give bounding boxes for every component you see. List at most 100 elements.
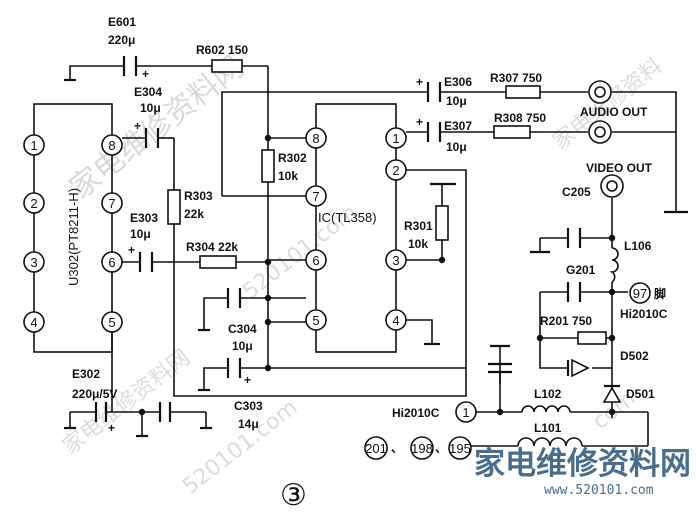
- tl358-chip: IC(TL358) 8 7 6 5 1 2 3 4: [305, 103, 407, 353]
- audio-out-jack-2: [588, 120, 612, 144]
- e601-value: 220μ: [108, 33, 135, 47]
- u302-body: [33, 103, 113, 353]
- tl358-pin-1: 1: [385, 127, 407, 149]
- svg-text:4: 4: [392, 313, 399, 328]
- u302-pin-7: 7: [101, 192, 123, 214]
- svg-text:198: 198: [411, 441, 433, 456]
- audio-out-label: AUDIO OUT: [580, 105, 648, 119]
- svg-text:R301: R301: [404, 219, 433, 233]
- resistor-r303: R303 22k: [167, 189, 213, 225]
- svg-text:+: +: [416, 75, 423, 89]
- svg-text:、: 、: [435, 441, 447, 455]
- resistor-r201: R201 750: [540, 314, 607, 345]
- svg-text:R602 150: R602 150: [196, 43, 248, 57]
- svg-text:7: 7: [312, 189, 319, 204]
- resistor-r304: R304 22k: [186, 240, 238, 269]
- svg-text:+: +: [244, 373, 251, 387]
- audio-out-jack-1: [588, 80, 612, 104]
- svg-text:D501: D501: [626, 387, 655, 401]
- svg-text:3: 3: [392, 253, 399, 268]
- u302-pin-4: 4: [23, 311, 45, 333]
- tl358-body: [315, 103, 397, 353]
- svg-text:10μ: 10μ: [446, 94, 467, 108]
- svg-text:、: 、: [391, 441, 403, 455]
- svg-text:10k: 10k: [408, 237, 428, 251]
- svg-text:2: 2: [30, 196, 37, 211]
- pin-195: 195: [448, 436, 472, 460]
- brand-watermark: 家电维修资料网 www.520101.com: [474, 446, 691, 498]
- svg-text:7: 7: [108, 196, 115, 211]
- pin-97-marker: 97 脚: [629, 282, 666, 304]
- resistor-r308: R308 750: [493, 111, 546, 139]
- svg-text:R302: R302: [278, 151, 307, 165]
- svg-text:6: 6: [108, 255, 115, 270]
- capacitor-e601: + E601 220μ: [64, 15, 149, 82]
- svg-text:+: +: [128, 243, 135, 257]
- svg-text:1: 1: [392, 131, 399, 146]
- capacitor-e304: + E304 10μ: [134, 85, 162, 148]
- svg-text:R304 22k: R304 22k: [186, 240, 238, 254]
- hi2010c-pin-1: 1: [455, 401, 477, 423]
- diode-d501: D501: [602, 384, 655, 403]
- svg-text:10μ: 10μ: [232, 339, 253, 353]
- tl358-pin-4: 4: [385, 309, 407, 331]
- svg-text:L102: L102: [534, 387, 562, 401]
- svg-text:L106: L106: [624, 239, 652, 253]
- u302-pin-2: 2: [23, 192, 45, 214]
- svg-text:201: 201: [365, 441, 387, 456]
- brand-cn-text: 家电维修资料网: [474, 446, 691, 482]
- capacitor-e307: + E307 10μ: [416, 115, 472, 154]
- svg-text:E302: E302: [72, 367, 100, 381]
- capacitor-g201: G201: [566, 263, 596, 302]
- tl358-pin-7: 7: [305, 185, 327, 207]
- svg-text:+: +: [416, 115, 423, 129]
- resistor-r307: R307 750: [490, 71, 542, 99]
- svg-text:2: 2: [392, 163, 399, 178]
- capacitor-c304: C304 10μ: [198, 288, 257, 353]
- capacitor-c303: + C303 14μ: [198, 358, 263, 431]
- svg-text:E306: E306: [444, 75, 472, 89]
- svg-text:R303: R303: [184, 189, 213, 203]
- tl358-pin-6: 6: [305, 249, 327, 271]
- svg-text:R308 750: R308 750: [494, 111, 546, 125]
- svg-text:L101: L101: [534, 421, 562, 435]
- u302-pin-5: 5: [101, 311, 123, 333]
- resistor-r602: R602 150: [196, 43, 248, 73]
- capacitor-e302: + E302 220μ/5V: [64, 367, 212, 438]
- svg-text:C205: C205: [562, 185, 591, 199]
- tl358-pin-2: 2: [385, 159, 407, 181]
- svg-text:8: 8: [312, 131, 319, 146]
- svg-text:D502: D502: [620, 349, 649, 363]
- u302-chip: U302(PT8211-H) 1 2 3 4 8 7 6 5: [23, 103, 123, 353]
- resistor-r302: R302 10k: [261, 149, 307, 183]
- svg-text:E304: E304: [134, 85, 162, 99]
- svg-text:1: 1: [462, 405, 469, 420]
- svg-text:10μ: 10μ: [130, 227, 151, 241]
- u302-pin-8: 8: [101, 134, 123, 156]
- diode-d502: D502: [566, 349, 649, 378]
- svg-text:G201: G201: [566, 263, 596, 277]
- svg-text:14μ: 14μ: [238, 417, 259, 431]
- tl358-pin-3: 3: [385, 249, 407, 271]
- hi2010c-label-left: Hi2010C: [392, 406, 440, 420]
- svg-text:5: 5: [108, 315, 115, 330]
- hi2010c-label-right: Hi2010C: [620, 307, 668, 321]
- capacitor-e306: + E306 10μ: [416, 75, 472, 108]
- svg-text:R201 750: R201 750: [540, 314, 592, 328]
- video-out-label: VIDEO OUT: [586, 161, 653, 175]
- figure-number: ③: [280, 478, 307, 513]
- u302-label: U302(PT8211-H): [66, 188, 81, 286]
- svg-text:+: +: [134, 119, 141, 133]
- svg-text:8: 8: [108, 138, 115, 153]
- junctions: [138, 134, 616, 416]
- svg-text:10μ: 10μ: [446, 140, 467, 154]
- e601-name: E601: [108, 15, 136, 29]
- brand-url-text: www.520101.com: [544, 483, 654, 498]
- u302-pin-1: 1: [23, 134, 45, 156]
- svg-text:5: 5: [312, 313, 319, 328]
- wires: [69, 65, 688, 447]
- tl358-pin-5: 5: [305, 309, 327, 331]
- svg-text:6: 6: [312, 253, 319, 268]
- svg-text:R307 750: R307 750: [490, 71, 542, 85]
